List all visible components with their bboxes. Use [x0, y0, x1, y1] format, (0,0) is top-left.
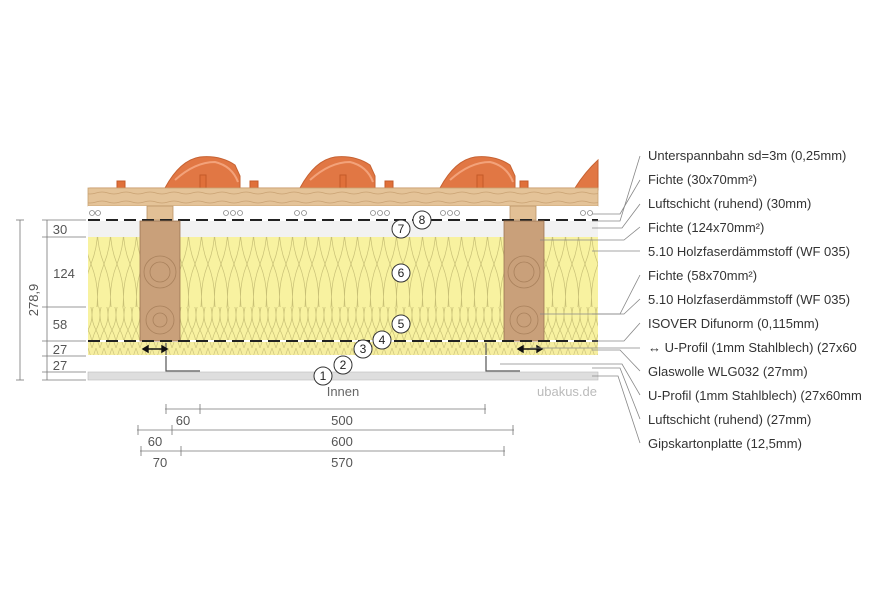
dim-segment: 124 — [53, 266, 75, 281]
legend-item: Fichte (58x70mm²) — [648, 268, 757, 283]
layer-badge-2: 2 — [333, 355, 353, 375]
movement-arrow — [141, 344, 544, 354]
layer-number: 2 — [340, 358, 347, 372]
layer-legend: Unterspannbahn sd=3m (0,25mm) Fichte (30… — [648, 148, 862, 451]
legend-item: Fichte (30x70mm²) — [648, 172, 757, 187]
layer-number: 3 — [360, 342, 367, 356]
legend-item: U-Profil (1mm Stahlblech) (27x60mm — [648, 388, 862, 403]
layer-number: 7 — [398, 222, 405, 236]
layer-number: 1 — [320, 369, 327, 383]
dim-h: 60 — [148, 434, 162, 449]
dim-h: 570 — [331, 455, 353, 470]
dim-h: 600 — [331, 434, 353, 449]
vertical-dimensions — [16, 219, 86, 381]
legend-item: Unterspannbahn sd=3m (0,25mm) — [648, 148, 846, 163]
dim-h: 500 — [331, 413, 353, 428]
rafter — [503, 220, 545, 342]
batten-strip — [87, 187, 599, 207]
layer-badge-7: 7 — [391, 219, 411, 239]
leader-lines — [500, 155, 641, 444]
counter-batten — [509, 205, 537, 221]
layer-badge-6: 6 — [391, 263, 411, 283]
legend-item: Fichte (124x70mm²) — [648, 220, 764, 235]
dim-total: 278,9 — [26, 284, 41, 317]
roof-build-up — [87, 156, 599, 381]
roof-tiles — [89, 156, 599, 191]
layer-number: 6 — [398, 266, 405, 280]
legend-item: Gipskartonplatte (12,5mm) — [648, 436, 802, 451]
legend-item: ISOVER Difunorm (0,115mm) — [648, 316, 819, 331]
legend-item: 5.10 Holzfaserdämmstoff (WF 035) — [648, 244, 850, 259]
layer-number: 4 — [379, 333, 386, 347]
layer-badge-5: 5 — [391, 314, 411, 334]
dim-segment: 27 — [53, 342, 67, 357]
legend-item: ↔ U-Profil (1mm Stahlblech) (27x60 — [648, 340, 857, 355]
dim-h: 70 — [153, 455, 167, 470]
legend-item: Luftschicht (ruhend) (27mm) — [648, 412, 811, 427]
layer-badge-1: 1 — [313, 366, 333, 386]
layer-badge-8: 8 — [412, 210, 432, 230]
air-layer — [88, 221, 598, 237]
dim-h: 60 — [176, 413, 190, 428]
dim-segment: 30 — [53, 222, 67, 237]
glass-wool-layer — [88, 342, 598, 355]
layer-badges: 1 2 3 4 5 6 7 8 — [313, 210, 432, 386]
legend-item: Luftschicht (ruhend) (30mm) — [648, 196, 811, 211]
layer-number: 5 — [398, 317, 405, 331]
watermark: ubakus.de — [537, 384, 597, 399]
layer-badge-3: 3 — [353, 339, 373, 359]
counter-batten — [146, 205, 174, 221]
vent-circles — [89, 210, 593, 216]
legend-item: Glaswolle WLG032 (27mm) — [648, 364, 808, 379]
horizontal-dimensions — [137, 404, 514, 456]
layer-badge-4: 4 — [372, 330, 392, 350]
layer-number: 8 — [419, 213, 426, 227]
u-profile-lower — [165, 356, 520, 372]
rafter — [139, 220, 181, 342]
side-label: Innen — [327, 384, 360, 399]
dim-segment: 27 — [53, 358, 67, 373]
dim-segment: 58 — [53, 317, 67, 332]
air-gap-top — [88, 206, 598, 220]
legend-item: 5.10 Holzfaserdämmstoff (WF 035) — [648, 292, 850, 307]
